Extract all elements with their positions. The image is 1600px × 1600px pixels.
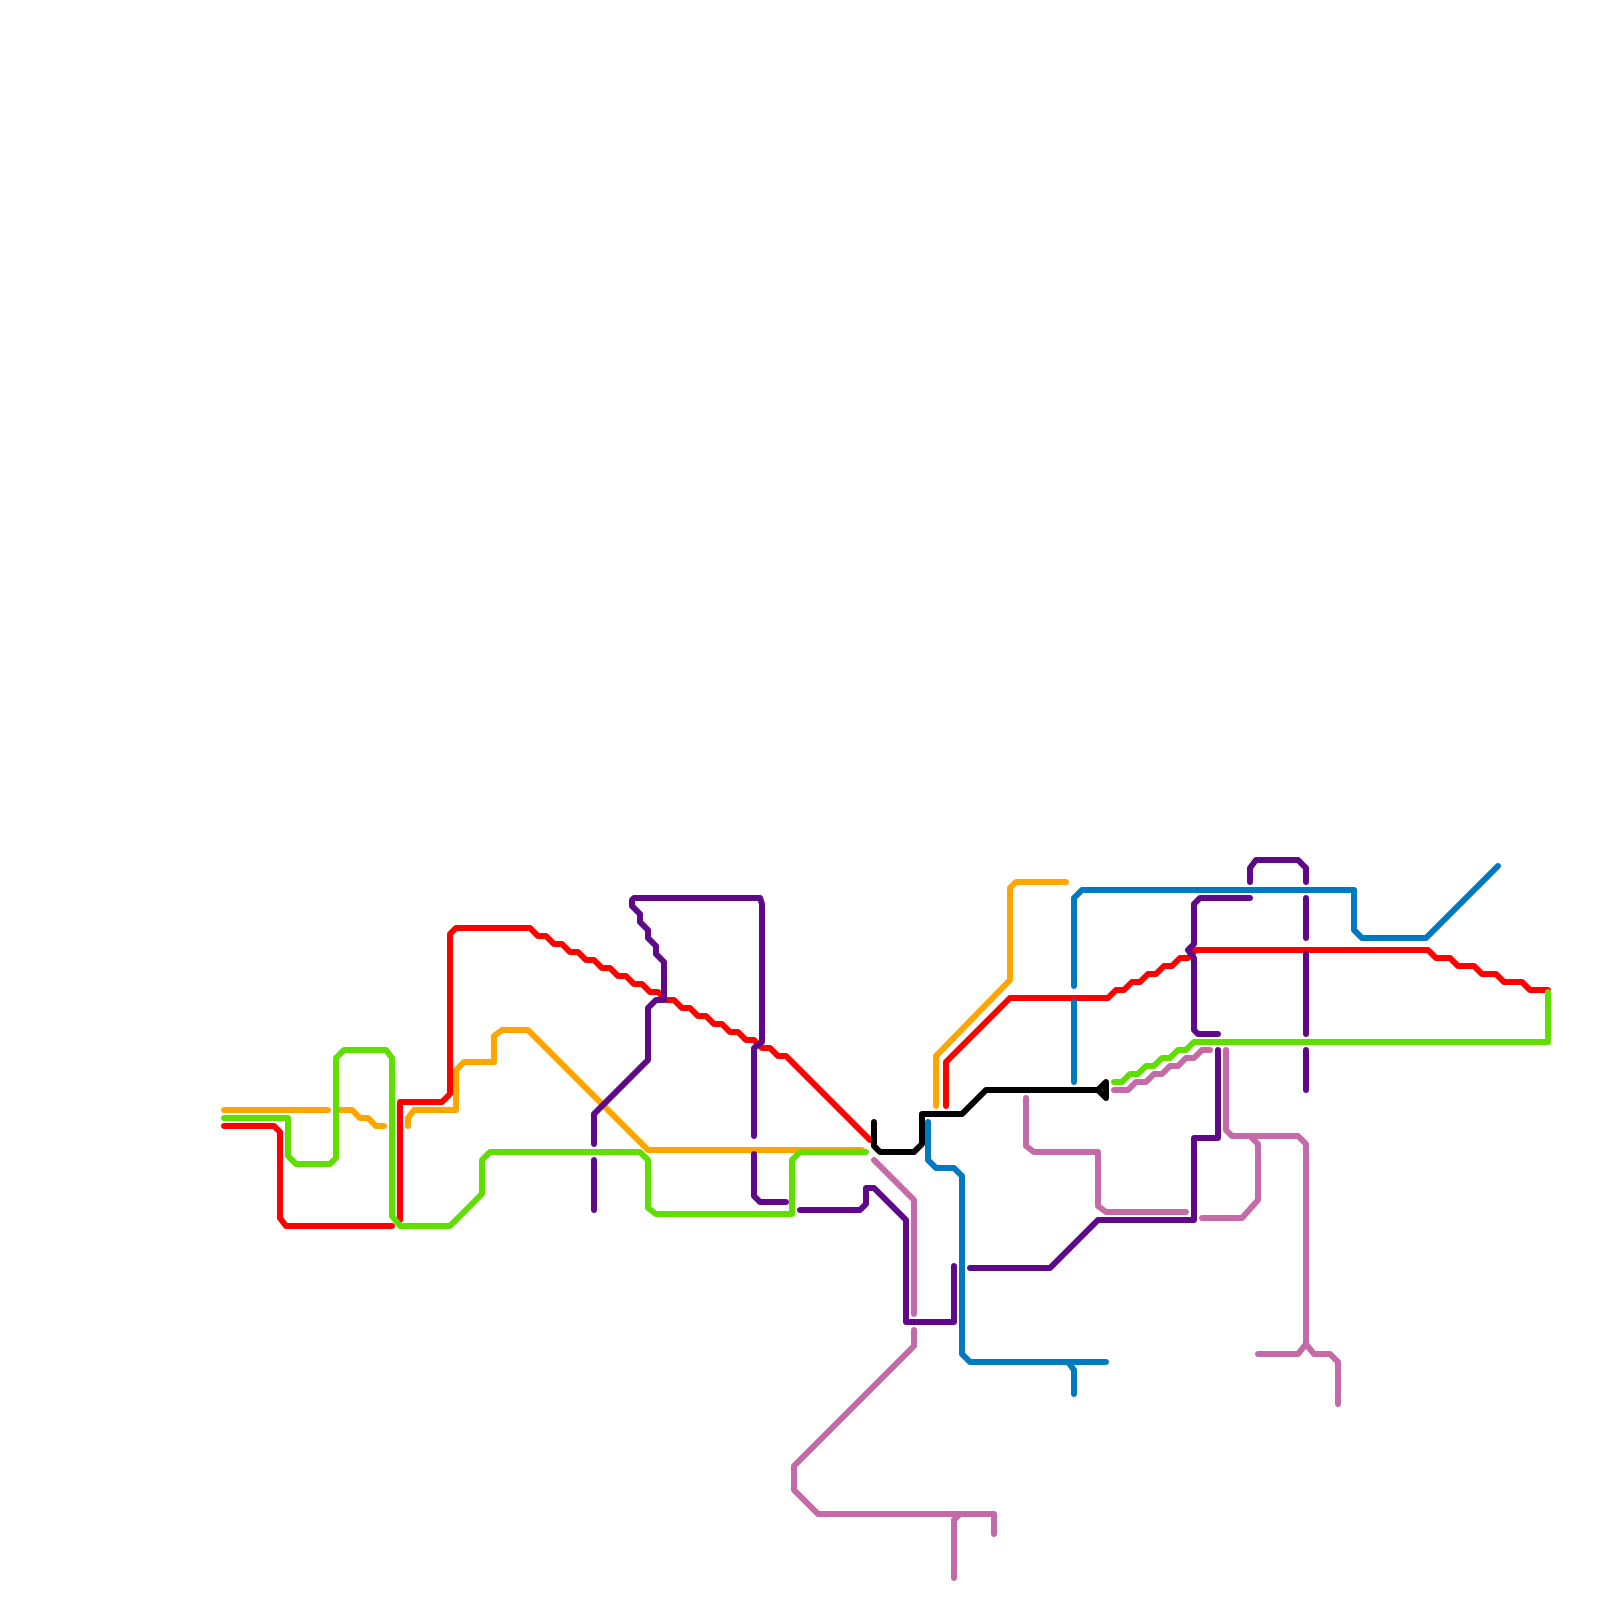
- green-line-segment: [1111, 989, 1551, 1085]
- pink-line-segment: [791, 1327, 997, 1537]
- red-line: [221, 925, 1551, 1229]
- blue-line-segment: [1065, 1359, 1077, 1397]
- purple-line-segment: [797, 1185, 957, 1325]
- pink-line-segment: [1111, 1047, 1213, 1093]
- black-line: [871, 1079, 1109, 1155]
- purple-line-segment: [1185, 895, 1253, 1037]
- orange-line: [221, 879, 1069, 1153]
- pink-line-segment: [871, 1157, 917, 1317]
- pink-line: [791, 1047, 1341, 1581]
- purple-line-segment: [751, 1151, 789, 1205]
- purple-line: [591, 857, 1309, 1325]
- pink-line-segment: [1303, 1341, 1341, 1407]
- orange-line-segment: [405, 1027, 865, 1153]
- pink-line-segment: [1247, 1133, 1309, 1357]
- blue-line-segment: [925, 1119, 1109, 1365]
- green-line: [221, 989, 1551, 1229]
- green-line-segment: [221, 1047, 869, 1229]
- red-line-segment: [397, 925, 873, 1223]
- orange-line-segment: [335, 1107, 387, 1129]
- pink-line-segment: [1199, 1047, 1261, 1221]
- pink-line-segment: [951, 1511, 963, 1581]
- orange-line-segment: [933, 879, 1069, 1109]
- purple-line-segment: [1247, 857, 1309, 885]
- purple-line-segment: [967, 1047, 1221, 1271]
- red-line-segment: [221, 1123, 395, 1229]
- pink-line-segment: [1023, 1095, 1189, 1215]
- red-line-segment: [943, 947, 1551, 1109]
- purple-line-segment: [591, 895, 765, 1147]
- blue-line-segment: [1071, 863, 1501, 989]
- black-line-segment: [871, 1079, 1109, 1155]
- blue-line: [925, 863, 1501, 1397]
